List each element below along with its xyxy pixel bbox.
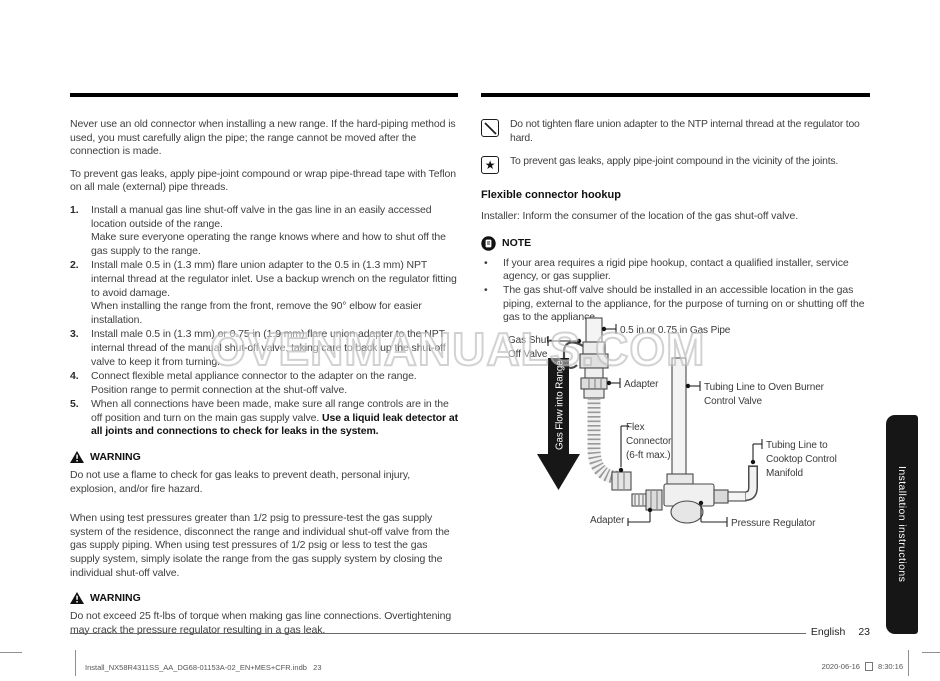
svg-text:Adapter: Adapter: [590, 515, 625, 526]
print-date: 2020-06-16: [821, 662, 860, 671]
adapter-bottom: [631, 489, 663, 511]
right-column: Do not tighten flare union adapter to th…: [481, 93, 870, 325]
callout-text: To prevent gas leaks, apply pipe-joint c…: [510, 156, 839, 168]
svg-text:Gas Shut-: Gas Shut-: [508, 335, 552, 346]
crop-mark: [0, 652, 22, 653]
page-number-value: 23: [858, 626, 870, 638]
note-heading: NOTE: [481, 236, 870, 251]
language-label: English: [810, 626, 846, 638]
print-file-info: Install_NX58R4311SS_AA_DG68-01153A-02_EN…: [85, 663, 322, 672]
install-step: 1. Install a manual gas line shut-off va…: [70, 203, 446, 257]
svg-text:Pressure Regulator: Pressure Regulator: [731, 518, 816, 529]
warning-icon: [70, 451, 84, 464]
warning-title: WARNING: [90, 592, 141, 605]
svg-text:Manifold: Manifold: [766, 468, 803, 479]
print-time: 8:30:16: [877, 662, 903, 671]
warning-heading: WARNING: [70, 592, 458, 605]
label-adapter-top: Adapter: [606, 378, 659, 390]
install-step: 4. Connect flexible metal appliance conn…: [70, 370, 417, 396]
warning-text: Do not use a flame to check for gas leak…: [70, 469, 411, 495]
intro-paragraph-2: To prevent gas leaks, apply pipe-joint c…: [70, 167, 456, 194]
install-step: 5. When all connections have been made, …: [70, 398, 458, 438]
note-title: NOTE: [502, 237, 532, 250]
gas-pipe: [585, 317, 603, 343]
note-bullet: • The gas shut-off valve should be insta…: [484, 283, 865, 324]
svg-text:0.5 in or 0.75 in Gas Pipe: 0.5 in or 0.75 in Gas Pipe: [620, 325, 731, 336]
flex-end-fitting: [611, 471, 632, 491]
flex-hose: [587, 398, 632, 491]
intro-paragraph-1: Never use an old connector when installi…: [70, 118, 456, 158]
crop-mark: [908, 650, 909, 676]
install-step: 2. Install male 0.5 in (1.3 mm) flare un…: [70, 259, 457, 326]
svg-text:Control Valve: Control Valve: [704, 396, 763, 407]
gas-hookup-diagram: Gas Flow into Range: [508, 317, 837, 529]
callout-prohibition: Do not tighten flare union adapter to th…: [481, 118, 870, 145]
warning-icon: [70, 592, 84, 605]
print-timestamp: 2020-06-16 8:30:16: [690, 662, 903, 671]
svg-text:(6-ft max.): (6-ft max.): [626, 450, 670, 461]
warning-title: WARNING: [90, 451, 141, 464]
label-gas-pipe: 0.5 in or 0.75 in Gas Pipe: [601, 324, 731, 336]
note-bullet: • If your area requires a rigid pipe hoo…: [484, 256, 849, 283]
install-step: 3. Install male 0.5 in (1.3 mm) or 0.75 …: [70, 328, 446, 368]
adapter-top: [580, 377, 608, 399]
svg-text:Tubing Line to Oven Burner: Tubing Line to Oven Burner: [704, 382, 825, 393]
installer-note: Installer: Inform the consumer of the lo…: [481, 210, 799, 223]
callout-text: Do not tighten flare union adapter to th…: [510, 119, 860, 144]
label-adapter-bottom: Adapter: [590, 507, 653, 526]
note-icon: [481, 236, 496, 251]
star-icon: ★: [481, 156, 499, 175]
installation-instructions-tab: Installation instructions: [886, 415, 918, 634]
svg-text:Adapter: Adapter: [624, 379, 659, 390]
svg-text:Cooktop Control: Cooktop Control: [766, 454, 837, 465]
crop-mark: [922, 652, 940, 653]
pressure-regulator: [663, 465, 758, 524]
label-flex-connector: Flex Connector (6-ft max.): [618, 422, 672, 473]
pressure-test-paragraph: When using test pressures greater than 1…: [70, 512, 450, 579]
column-rule-right: [481, 93, 870, 97]
label-oven-burner-line: Tubing Line to Oven Burner Control Valve: [685, 381, 825, 407]
gas-flow-label: Gas Flow into Range: [555, 360, 566, 450]
oven-burner-tubing: [671, 357, 687, 477]
install-steps: 1. Install a manual gas line shut-off va…: [70, 204, 458, 439]
svg-text:Tubing Line to: Tubing Line to: [766, 440, 828, 451]
left-column: Never use an old connector when installi…: [70, 93, 458, 646]
missing-glyph-box: [864, 662, 873, 671]
crop-mark: [75, 650, 76, 676]
page-number: English 23: [740, 626, 870, 638]
warning-text: Do not exceed 25 ft-lbs of torque when m…: [70, 610, 452, 636]
callout-star: ★ To prevent gas leaks, apply pipe-joint…: [481, 155, 870, 175]
svg-text:Off Valve: Off Valve: [508, 349, 548, 360]
gas-flow-arrow: Gas Flow into Range: [537, 358, 580, 490]
label-shutoff-valve: Gas Shut- Off Valve: [508, 335, 582, 360]
label-cooktop-manifold: Tubing Line to Cooktop Control Manifold: [750, 439, 837, 479]
svg-text:Flex: Flex: [626, 422, 645, 433]
shut-off-valve: [562, 341, 609, 379]
warning-heading: WARNING: [70, 451, 458, 464]
svg-text:Connector: Connector: [626, 436, 672, 447]
footer-rule: [70, 633, 806, 634]
label-pressure-regulator: Pressure Regulator: [698, 500, 816, 529]
prohibition-icon: [481, 119, 499, 137]
tab-label: Installation instructions: [896, 466, 908, 583]
section-title: Flexible connector hookup: [481, 189, 621, 202]
column-rule-left: [70, 93, 458, 97]
